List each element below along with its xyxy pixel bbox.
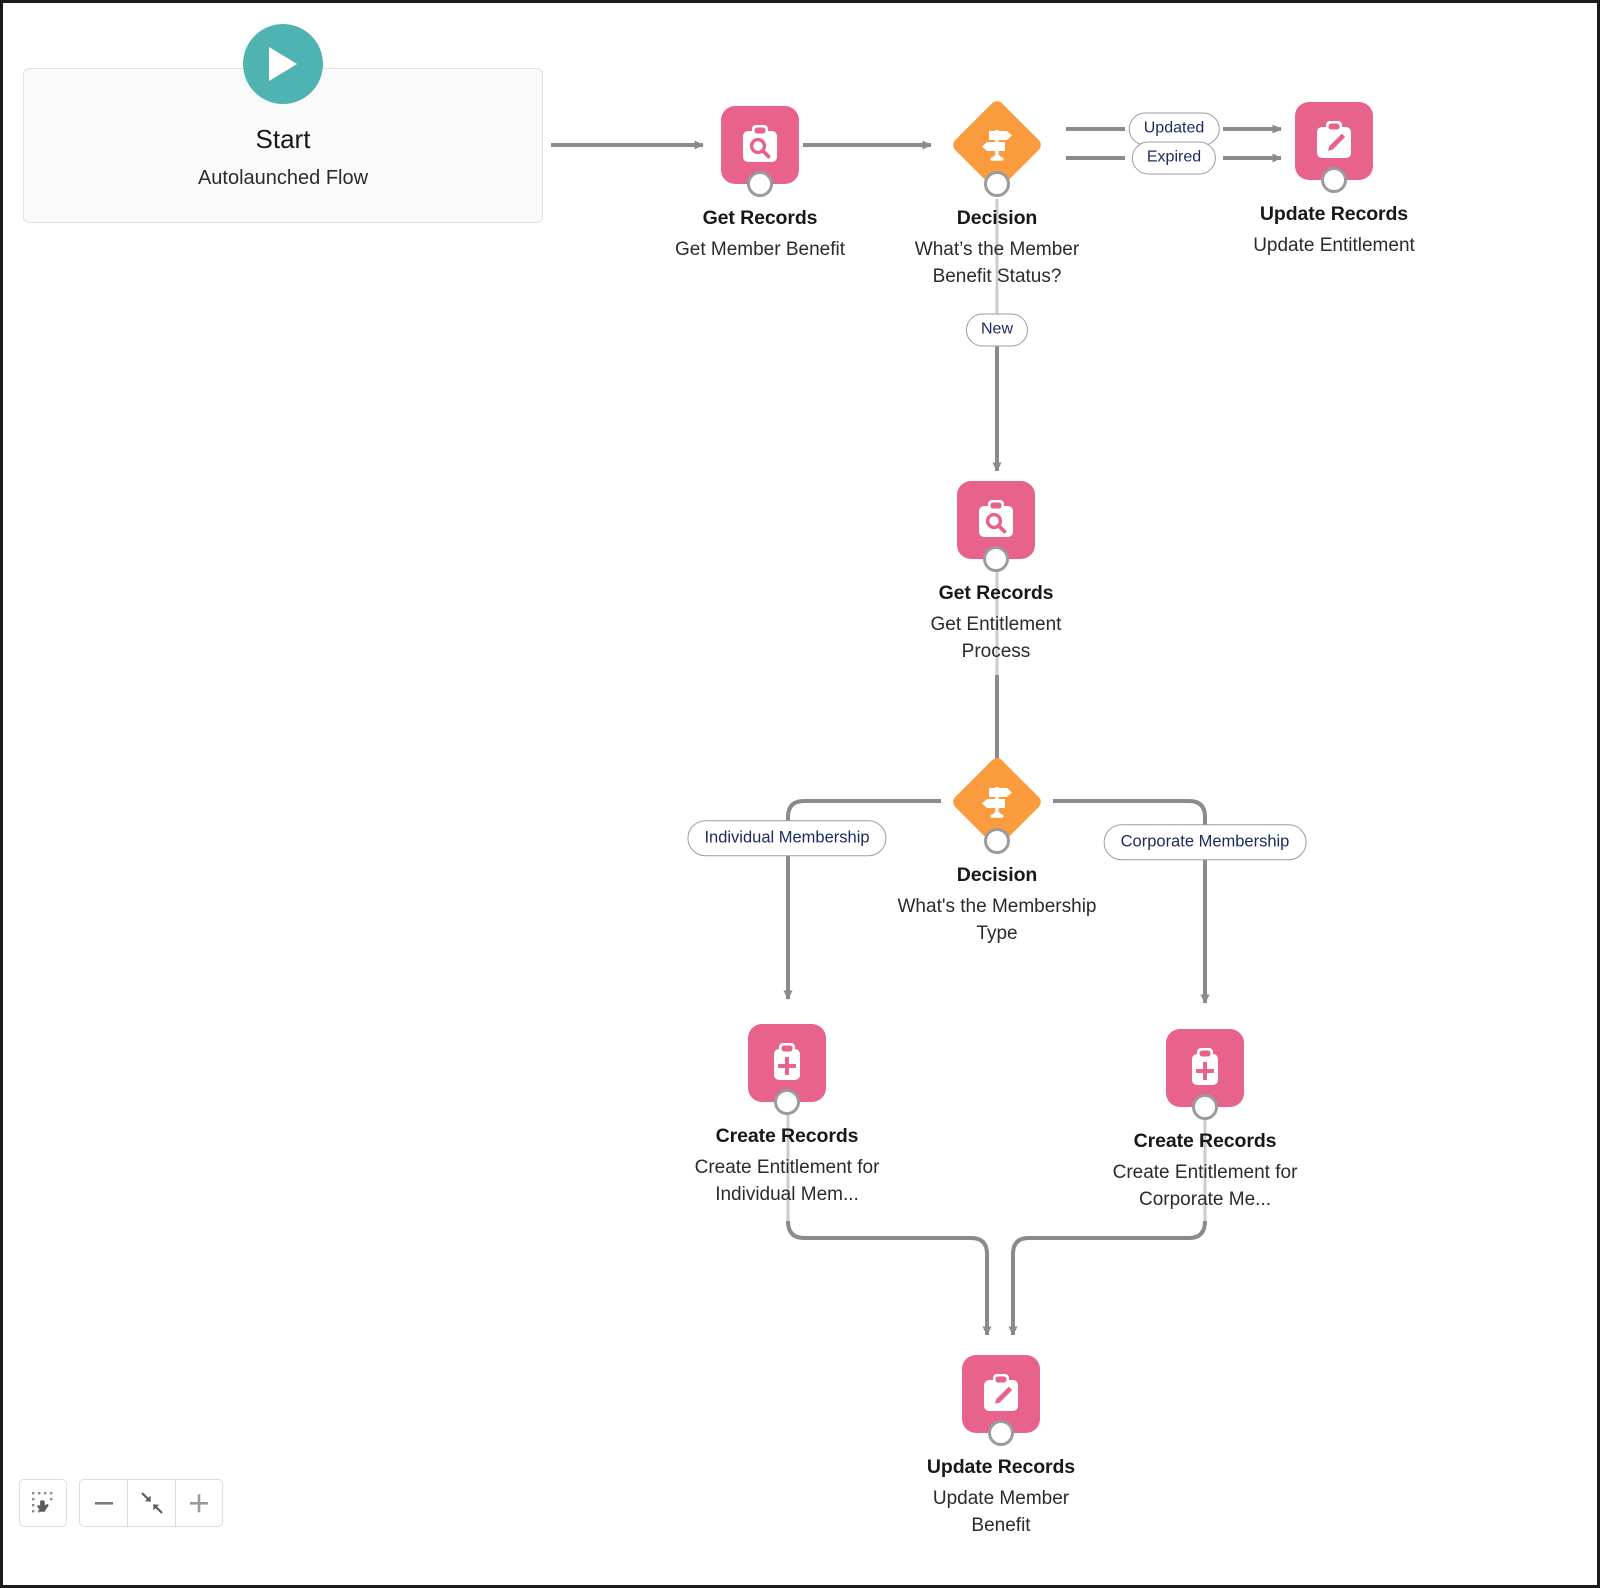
minus-icon[interactable]	[79, 1479, 127, 1527]
signpost-glyph	[958, 763, 1036, 841]
zoom-to-fit-glyph	[141, 1492, 162, 1514]
play-triangle-glyph	[269, 47, 297, 81]
minus-glyph	[94, 1502, 113, 1505]
start-subtitle: Autolaunched Flow	[197, 166, 369, 189]
clipboard-search-glyph	[743, 125, 777, 162]
branch-label-corporate-membership[interactable]: Corporate Membership	[1103, 824, 1307, 860]
connector-decision2-to-corporate-branch	[1053, 799, 1210, 1004]
signpost-icon	[950, 98, 1044, 192]
node-icon-wrap[interactable]	[1295, 102, 1373, 193]
plus-glyph	[190, 1494, 208, 1513]
branch-label-new[interactable]: New	[965, 313, 1029, 347]
node-get-member-benefit[interactable]: Get Records Get Member Benefit	[630, 106, 890, 264]
zoom-to-fit-icon[interactable]	[127, 1479, 175, 1527]
node-create-entitlement-corporate[interactable]: Create Records Create Entitlement for Co…	[1075, 1029, 1335, 1214]
signpost-icon	[950, 755, 1044, 849]
node-icon-wrap[interactable]	[950, 755, 1044, 854]
node-subtitle: What's the Membership Type	[897, 895, 1097, 944]
connector-corporate-to-merge	[1008, 1220, 1207, 1336]
marquee-select-glyph	[32, 1492, 53, 1513]
node-update-entitlement[interactable]: Update Records Update Entitlement	[1204, 102, 1464, 260]
node-subtitle: Create Entitlement for Corporate Me...	[1112, 1161, 1298, 1210]
node-title: Decision	[956, 207, 1038, 229]
node-subtitle: Update Entitlement	[1253, 234, 1415, 256]
node-connector-port[interactable]	[747, 171, 773, 197]
node-update-member-benefit[interactable]: Update Records Update Member Benefit	[871, 1355, 1131, 1540]
clipboard-search-icon	[721, 106, 799, 184]
node-title: Update Records	[1259, 203, 1409, 225]
branch-label-individual-membership[interactable]: Individual Membership	[687, 820, 887, 856]
node-title: Get Records	[938, 582, 1054, 604]
node-icon-wrap[interactable]	[748, 1024, 826, 1115]
node-subtitle: Get Member Benefit	[674, 238, 846, 260]
node-icon-wrap[interactable]	[950, 98, 1044, 197]
node-connector-port[interactable]	[774, 1089, 800, 1115]
play-icon	[243, 24, 323, 104]
node-icon-wrap[interactable]	[1166, 1029, 1244, 1120]
flow-canvas-surface[interactable]: Start Autolaunched Flow Get Records Ge	[3, 3, 1597, 1585]
node-subtitle: Update Member Benefit	[932, 1487, 1070, 1536]
node-subtitle: Get Entitlement Process	[930, 613, 1062, 662]
start-title: Start	[255, 123, 311, 154]
node-icon-wrap[interactable]	[721, 106, 799, 197]
clipboard-plus-glyph	[774, 1043, 800, 1080]
connector-layer	[551, 124, 1282, 1336]
node-title: Get Records	[702, 207, 818, 229]
node-connector-port[interactable]	[1321, 167, 1347, 193]
clipboard-search-glyph	[979, 500, 1013, 537]
start-element[interactable]: Start Autolaunched Flow	[23, 24, 543, 223]
plus-icon[interactable]	[175, 1479, 223, 1527]
node-connector-port[interactable]	[984, 828, 1010, 854]
signpost-glyph	[958, 106, 1036, 184]
node-title: Create Records	[715, 1125, 859, 1147]
node-decision-membership-type[interactable]: Decision What's the Membership Type	[867, 755, 1127, 948]
node-subtitle: What’s the Member Benefit Status?	[914, 238, 1080, 287]
branch-label-updated[interactable]: Updated	[1128, 112, 1220, 146]
node-connector-port[interactable]	[984, 171, 1010, 197]
branch-label-expired[interactable]: Expired	[1131, 141, 1217, 175]
marquee-select-icon[interactable]	[19, 1479, 67, 1527]
clipboard-plus-glyph	[1192, 1048, 1218, 1085]
clipboard-pencil-glyph	[1317, 121, 1351, 158]
connector-individual-to-merge	[786, 1220, 992, 1336]
node-title: Create Records	[1133, 1130, 1277, 1152]
connector-decision2-to-individual-branch	[783, 799, 941, 1000]
node-connector-port[interactable]	[1192, 1094, 1218, 1120]
node-create-entitlement-individual[interactable]: Create Records Create Entitlement for In…	[657, 1024, 917, 1209]
node-icon-wrap[interactable]	[957, 481, 1035, 572]
node-connector-port[interactable]	[983, 546, 1009, 572]
node-get-entitlement-process[interactable]: Get Records Get Entitlement Process	[866, 481, 1126, 666]
node-connector-port[interactable]	[988, 1420, 1014, 1446]
node-decision-benefit-status[interactable]: Decision What’s the Member Benefit Statu…	[867, 98, 1127, 291]
node-icon-wrap[interactable]	[962, 1355, 1040, 1446]
node-title: Decision	[956, 864, 1038, 886]
zoom-button-group[interactable]	[79, 1479, 223, 1527]
node-title: Update Records	[926, 1456, 1076, 1478]
clipboard-pencil-glyph	[984, 1374, 1018, 1411]
node-subtitle: Create Entitlement for Individual Mem...	[694, 1156, 880, 1205]
canvas-zoom-controls[interactable]	[19, 1479, 223, 1527]
